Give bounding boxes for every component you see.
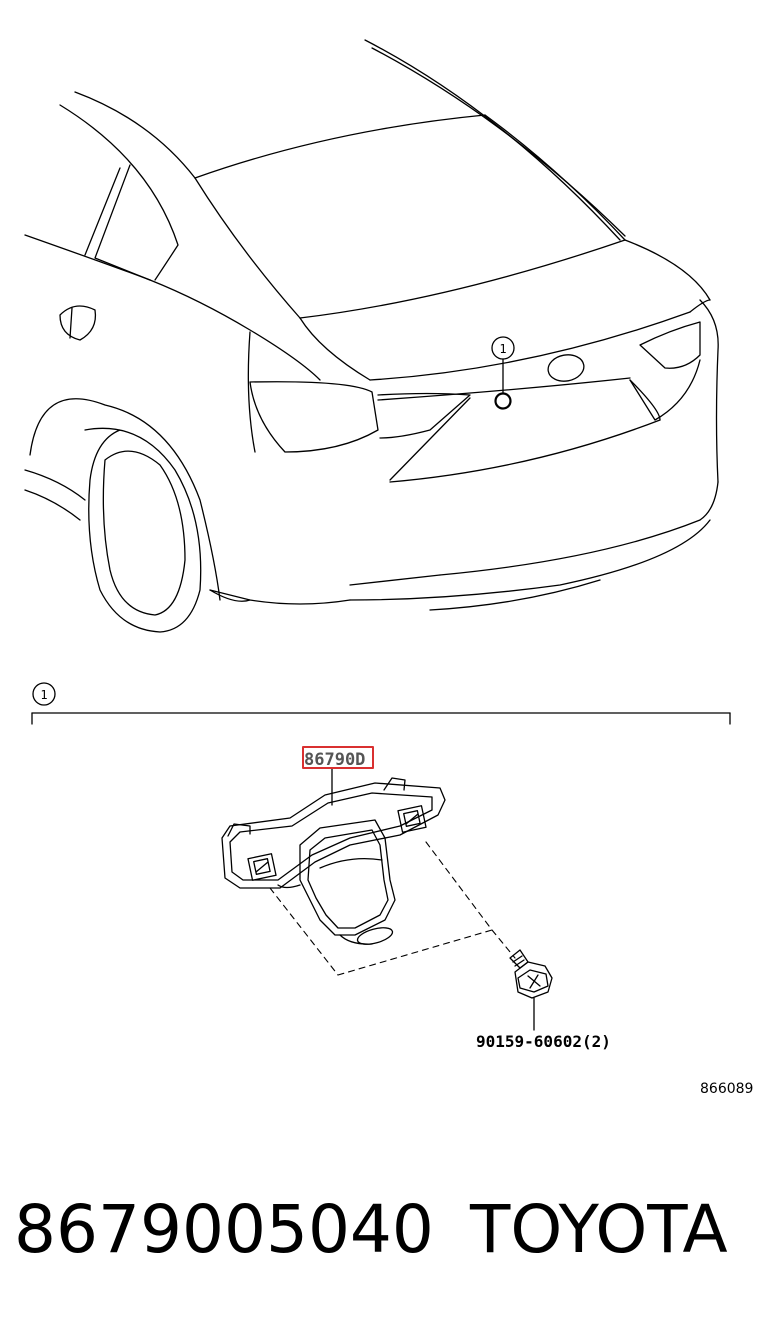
- camera-illustration: [221, 777, 446, 945]
- section-bracket: [31, 682, 731, 725]
- camera-part-label: 86790D: [304, 750, 365, 770]
- screw-illustration: [509, 949, 553, 1031]
- footer: 8679005040 TOYOTA: [0, 1185, 760, 1285]
- assembly-guide-lines: [269, 841, 516, 976]
- callout-1-section-label: 1: [40, 688, 47, 702]
- callout-1-marker: [491, 336, 515, 410]
- part-number: 8679005040: [14, 1191, 434, 1268]
- illustration-id: 866089: [700, 1081, 753, 1097]
- car-rear-illustration: [24, 39, 719, 633]
- screw-part-label: 90159-60602(2): [476, 1032, 611, 1051]
- callout-1-top-label: 1: [499, 342, 506, 356]
- part-highlight-box: [302, 746, 374, 769]
- brand-name: TOYOTA: [470, 1191, 728, 1268]
